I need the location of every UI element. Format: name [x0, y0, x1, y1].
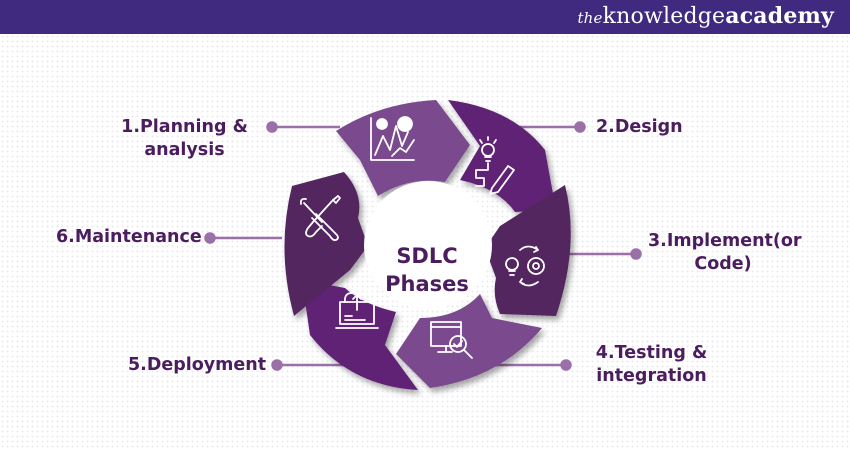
label-line: Code) [694, 254, 752, 274]
sdlc-wheel [204, 100, 642, 390]
label-line: 1.Planning & [121, 117, 248, 137]
title-line-1: SDLC [396, 244, 458, 268]
label-line: 4.Testing & [595, 343, 708, 363]
chart-analysis-icon [370, 116, 415, 161]
label-line: 6.Maintenance [56, 227, 202, 247]
label-line: 5.Deployment [128, 355, 267, 375]
segment-testing [396, 294, 542, 388]
phase-label-deployment: 5.Deployment [128, 354, 266, 377]
title-line-2: Phases [385, 272, 469, 296]
phase-label-implement: 3.Implement(or Code) [648, 230, 802, 276]
lightbulb-pencil-icon [475, 136, 515, 195]
segment-planning [336, 100, 470, 196]
label-line: analysis [144, 140, 225, 160]
label-line: 2.Design [596, 117, 683, 137]
brand-logo: theknowledgeacademy [577, 3, 834, 29]
connector-lines [204, 121, 642, 371]
bulb-gear-cycle-icon [505, 245, 545, 287]
phase-label-planning: 1.Planning & analysis [112, 116, 257, 162]
brand-the: the [577, 9, 603, 27]
wrench-screwdriver-icon [299, 195, 341, 242]
diagram-canvas: SDLC Phases 1.Planning & analysis 2.Desi… [0, 34, 850, 450]
phase-label-design: 2.Design [596, 116, 683, 139]
brand-academy: academy [725, 3, 834, 29]
monitor-magnifier-check-icon [430, 321, 473, 359]
brand-knowledge: knowledge [602, 4, 726, 29]
phase-label-maintenance: 6.Maintenance [56, 226, 202, 249]
phase-label-testing: 4.Testing & integration [589, 342, 714, 388]
segment-maintenance [284, 172, 368, 316]
label-line: integration [596, 366, 707, 386]
segment-design [448, 100, 556, 212]
diagram-title: SDLC Phases [362, 242, 492, 298]
label-line: 3.Implement(or [648, 231, 802, 251]
segment-deployment [302, 280, 418, 390]
center-circle [364, 181, 492, 309]
header-bar: theknowledgeacademy [0, 0, 850, 34]
segment-implement [485, 185, 571, 316]
cloud-upload-laptop-icon [335, 287, 379, 329]
